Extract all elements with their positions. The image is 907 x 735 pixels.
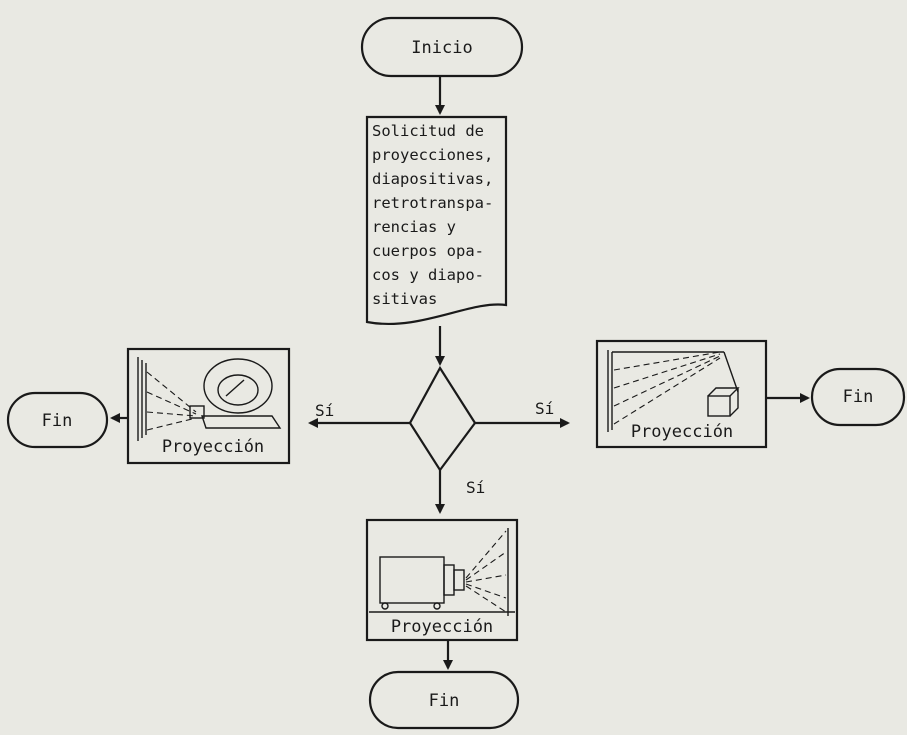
left-projection-caption: Proyección bbox=[162, 437, 264, 457]
decision-diamond bbox=[408, 365, 477, 472]
right-projection-box: Proyección bbox=[595, 339, 768, 449]
document-line: cos y diapo- bbox=[372, 266, 484, 284]
slide-projector-icon bbox=[379, 528, 509, 616]
bottom-projection-caption: Proyección bbox=[391, 617, 493, 637]
edge-label-left: Sí bbox=[315, 401, 334, 420]
end-label-left: Fin bbox=[42, 411, 73, 431]
overhead-projector-icon bbox=[607, 350, 740, 432]
end-label-right: Fin bbox=[843, 387, 874, 407]
edge-label-bottom: Sí bbox=[466, 478, 485, 497]
document-line: Solicitud de bbox=[372, 122, 484, 140]
bottom-projection-box: Proyección bbox=[365, 518, 519, 642]
document-line: cuerpos opa- bbox=[372, 242, 484, 260]
opaque-projector-icon bbox=[137, 357, 282, 441]
right-projection-caption: Proyección bbox=[631, 422, 733, 442]
start-terminal: Inicio bbox=[360, 16, 524, 78]
document-line: retrotranspa- bbox=[372, 194, 493, 212]
left-projection-box: Proyección bbox=[126, 347, 291, 465]
edge-label-right: Sí bbox=[535, 399, 554, 418]
document-line: rencias y bbox=[372, 218, 456, 236]
request-document: Solicitud de proyecciones, diapositivas,… bbox=[365, 115, 508, 326]
end-terminal-right: Fin bbox=[810, 367, 906, 427]
document-line: sitivas bbox=[372, 290, 437, 308]
end-terminal-left: Fin bbox=[6, 391, 109, 449]
document-line: proyecciones, bbox=[372, 146, 493, 164]
start-label: Inicio bbox=[411, 38, 472, 58]
document-line: diapositivas, bbox=[372, 170, 493, 188]
end-terminal-bottom: Fin bbox=[368, 670, 520, 730]
end-label-bottom: Fin bbox=[429, 691, 460, 711]
